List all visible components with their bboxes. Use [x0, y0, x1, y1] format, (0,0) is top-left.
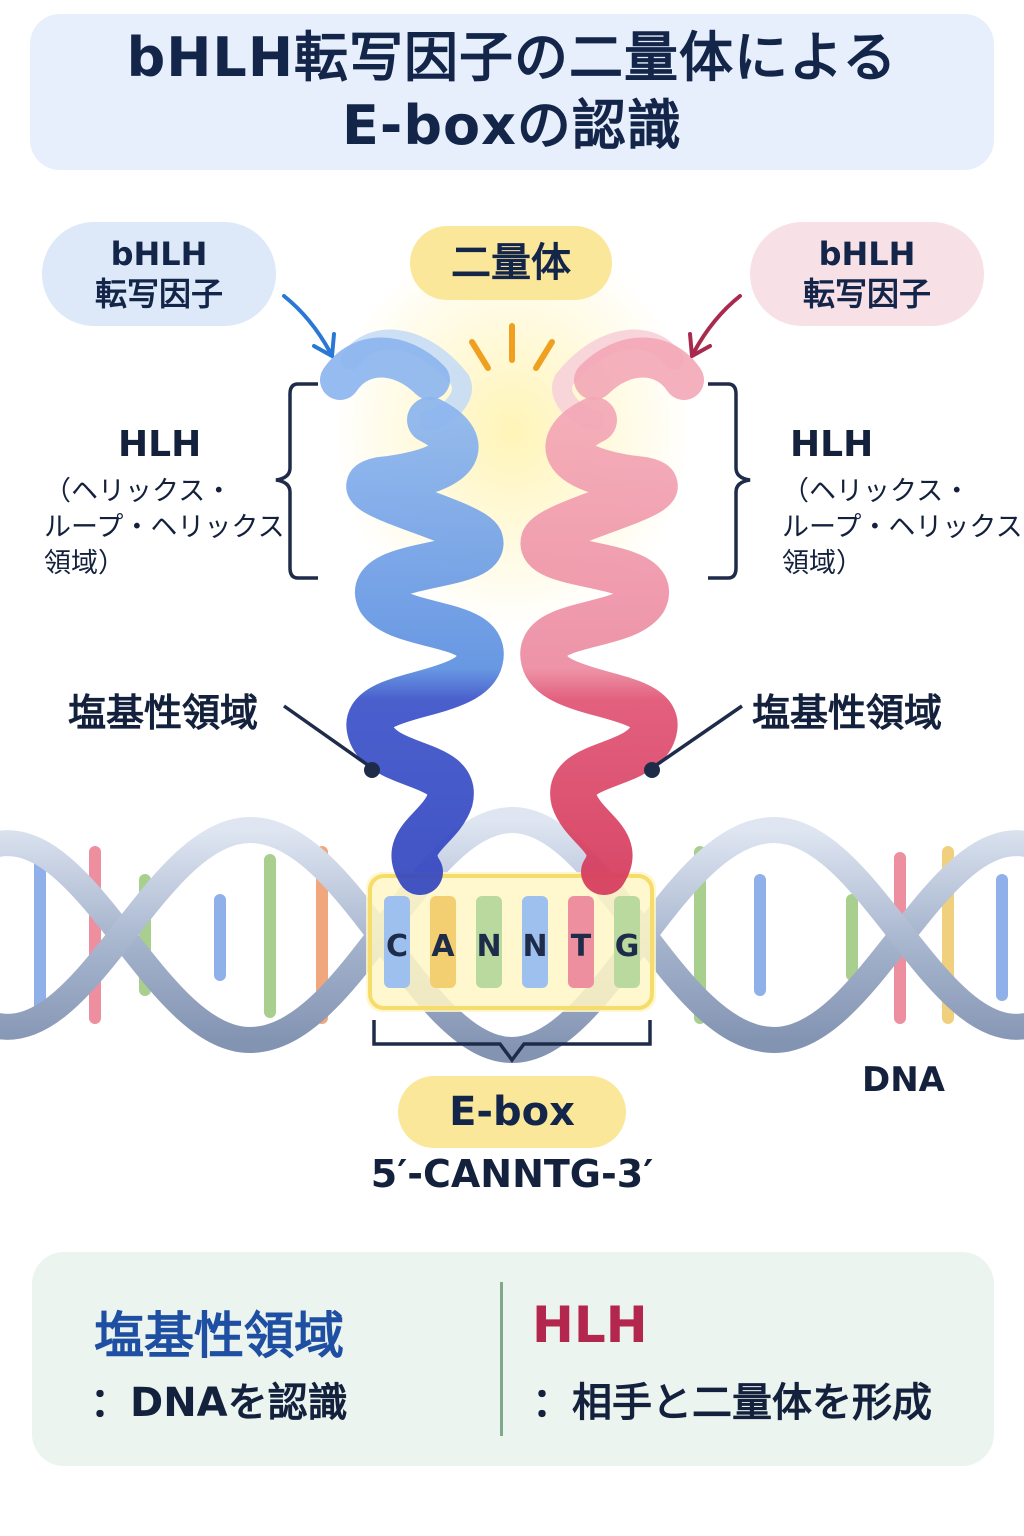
base-letter-n2: N	[522, 929, 547, 964]
ebox-bracket	[372, 1020, 652, 1063]
ebox-label: E-box	[449, 1089, 575, 1135]
basic-right-label: 塩基性領域	[752, 691, 943, 735]
base-tile-a	[430, 896, 456, 988]
basic-left-label: 塩基性領域	[68, 691, 259, 735]
summary-right-head: HLH	[532, 1296, 648, 1354]
pink-bhlh-helix	[520, 329, 704, 895]
blue-bhlh-helix	[320, 329, 504, 895]
base-letter-g: G	[615, 929, 640, 964]
base-tile-n2	[522, 896, 548, 988]
right-factor-line1: bHLH	[818, 235, 916, 273]
summary-divider	[500, 1282, 503, 1436]
left-factor-pill: bHLH 転写因子	[42, 222, 276, 326]
dimer-label: 二量体	[451, 240, 571, 286]
base-tile-c	[384, 896, 410, 988]
hlh-right-desc: （ヘリックス・ ループ・ヘリックス 領域）	[782, 474, 1023, 582]
basic-right-pointer	[644, 704, 743, 778]
hlh-left-label: HLH	[118, 424, 201, 465]
dimer-pill: 二量体	[410, 226, 612, 300]
right-factor-pill: bHLH 転写因子	[750, 222, 984, 326]
summary-left-head: 塩基性領域	[94, 1307, 344, 1365]
base-tile-n1	[476, 896, 502, 988]
hlh-right-label: HLH	[790, 424, 873, 465]
hlh-right-brace	[708, 382, 751, 580]
ebox-sequence: 5′-CANNTG-3′	[370, 1152, 654, 1196]
title-line-2: E-boxの認識	[342, 94, 682, 157]
summary-panel: 塩基性領域 ：DNAを認識 HLH ：相手と二量体を形成	[32, 1252, 994, 1466]
arrow-left-icon	[282, 294, 336, 358]
dna-label: DNA	[862, 1060, 945, 1100]
base-letter-c: C	[386, 929, 408, 964]
right-factor-line2: 転写因子	[802, 275, 931, 313]
dna-backbone-2	[0, 816, 1024, 1064]
title-banner: bHLH転写因子の二量体による E-boxの認識	[30, 14, 994, 170]
ebox-bases: C A N N T G	[384, 896, 640, 988]
left-factor-line1: bHLH	[110, 235, 208, 273]
dna-double-helix	[0, 806, 1024, 1064]
title-line-1: bHLH転写因子の二量体による	[126, 26, 898, 89]
hlh-right-line1: （ヘリックス・	[782, 476, 971, 507]
left-factor-line2: 転写因子	[94, 275, 223, 313]
base-letter-n1: N	[476, 929, 501, 964]
summary-right-desc: ：相手と二量体を形成	[532, 1380, 932, 1426]
hlh-left-line3: 領域）	[44, 548, 125, 579]
base-tile-t	[568, 896, 594, 988]
hlh-left-desc: （ヘリックス・ ループ・ヘリックス 領域）	[44, 474, 285, 582]
hlh-left-line1: （ヘリックス・	[44, 476, 233, 507]
sparkle-icon	[469, 323, 555, 371]
hlh-right-line3: 領域）	[782, 548, 863, 579]
hlh-left-title: HLH	[118, 424, 202, 465]
ebox-highlight-border	[368, 874, 654, 1010]
hlh-right-line2: ループ・ヘリックス	[782, 512, 1023, 543]
arrow-right-icon	[688, 294, 742, 358]
base-letter-a: A	[431, 929, 455, 964]
summary-left-desc: ：DNAを認識	[90, 1380, 348, 1426]
base-letter-t: T	[571, 929, 592, 964]
hlh-left-line2: ループ・ヘリックス	[44, 512, 285, 543]
hlh-left-brace	[275, 382, 318, 580]
dna-backbone-1	[0, 806, 1024, 1054]
base-tile-g	[614, 896, 640, 988]
ebox-pill: E-box	[398, 1076, 626, 1148]
hlh-right-title: HLH	[790, 424, 874, 465]
basic-left-pointer	[282, 704, 380, 778]
